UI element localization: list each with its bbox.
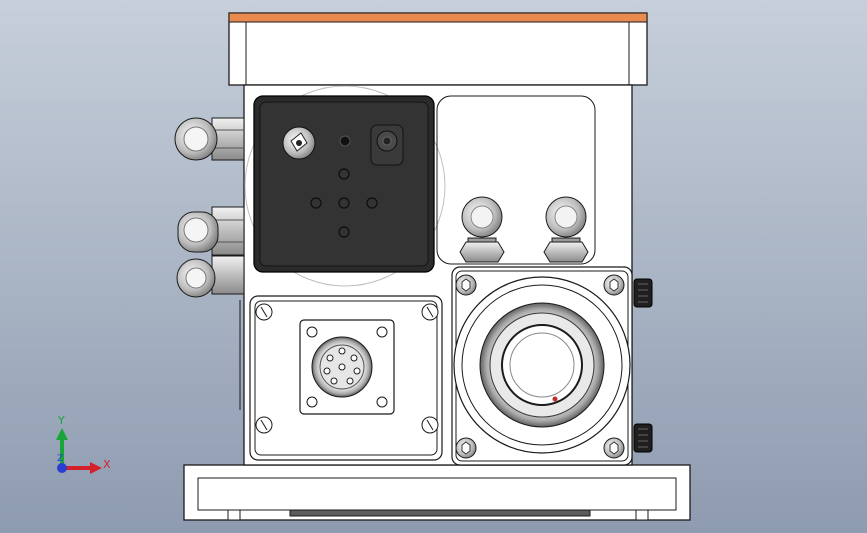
axis-z-label: Z xyxy=(57,454,64,464)
circular-connector-icon xyxy=(311,336,373,398)
right-knob-bottom xyxy=(633,423,653,453)
flange-bolts xyxy=(455,274,625,459)
axis-y-label: Y xyxy=(58,414,65,427)
left-fitting-middle xyxy=(177,206,245,256)
indicator-led-icon xyxy=(339,135,351,147)
coordinate-triad-icon xyxy=(56,428,102,474)
left-fitting-bottom xyxy=(176,255,245,298)
right-upper-fitting-2 xyxy=(543,196,589,263)
base-plate xyxy=(183,464,691,521)
right-knob-top xyxy=(633,278,653,308)
connector-plate xyxy=(249,295,443,461)
left-fitting-top xyxy=(174,117,245,161)
bearing-flange-unit xyxy=(451,266,633,466)
control-panel xyxy=(253,95,435,273)
top-cover xyxy=(228,12,648,86)
right-upper-fitting-1 xyxy=(459,196,505,263)
axis-x-label: X xyxy=(103,458,111,471)
